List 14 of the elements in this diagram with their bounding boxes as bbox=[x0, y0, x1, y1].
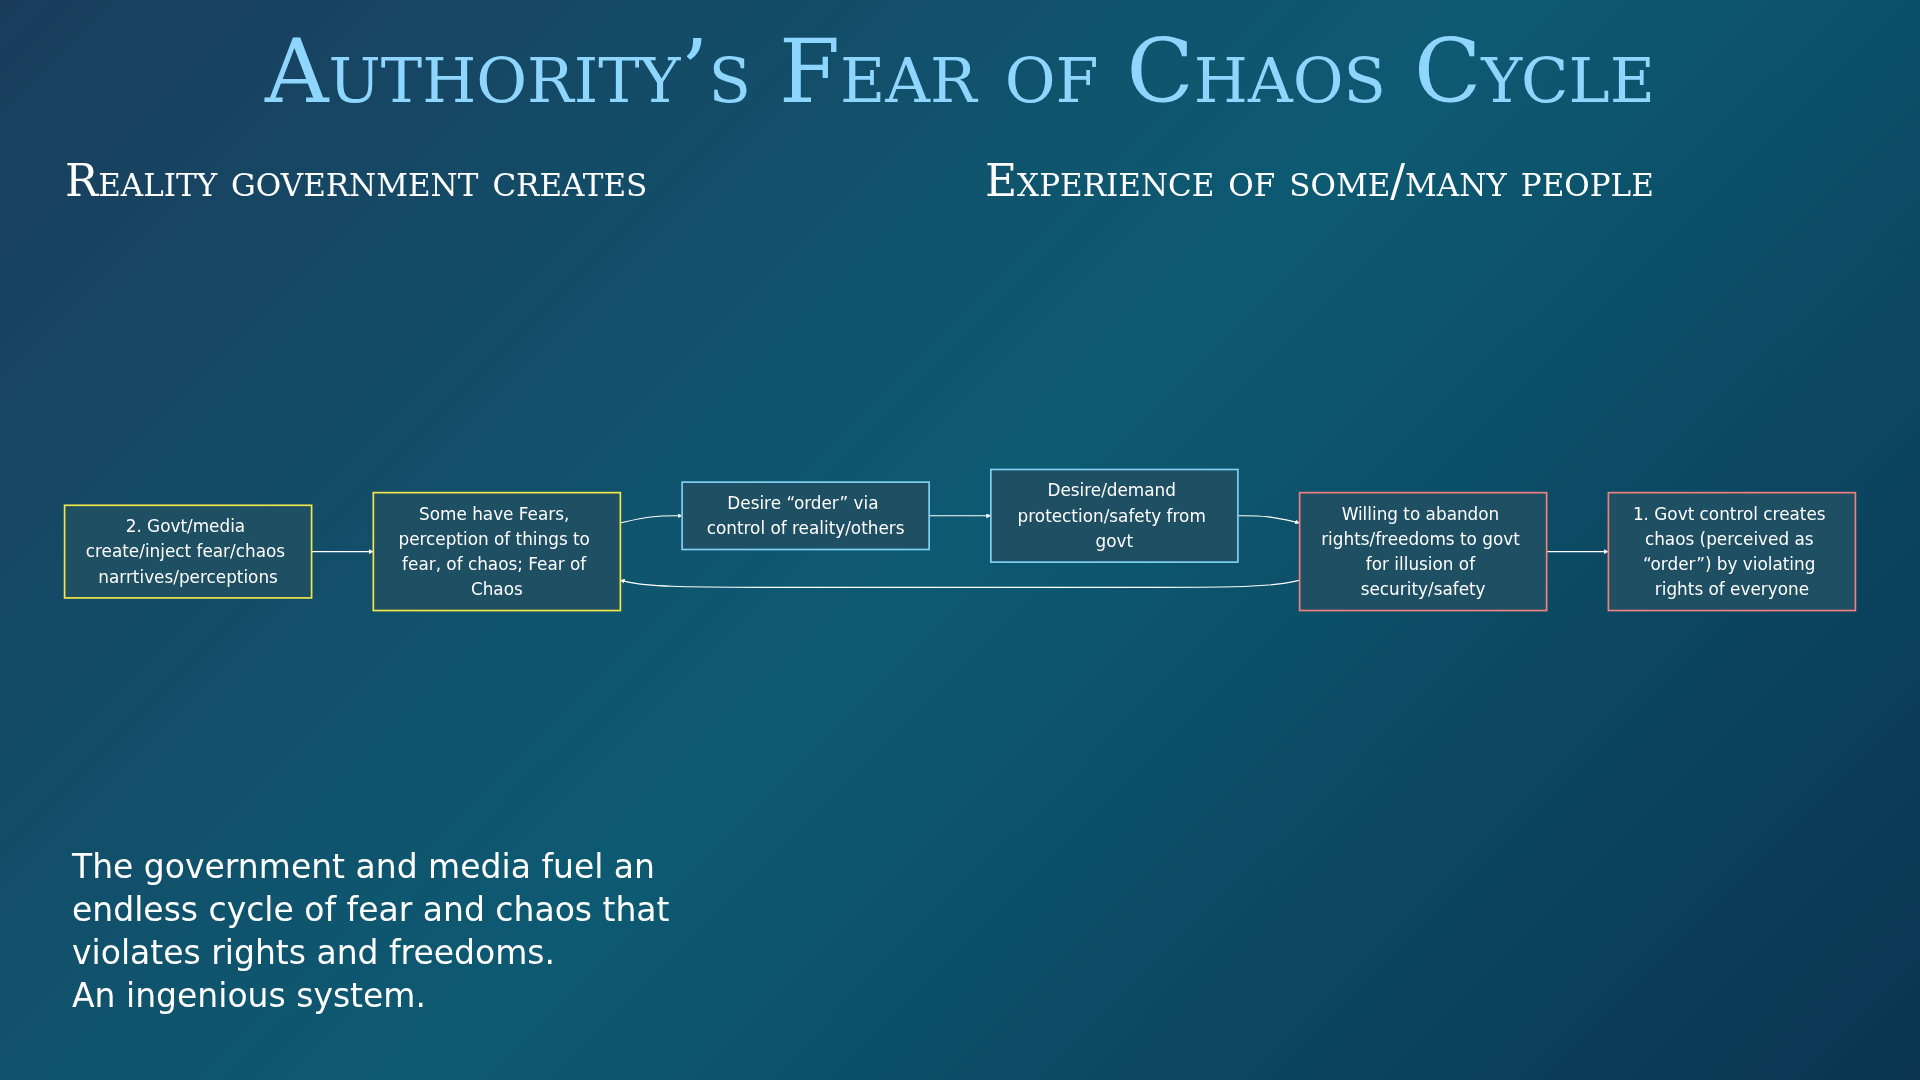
title: Authority’s Fear of Chaos Cycle bbox=[263, 20, 1656, 123]
note-text: The government and media fuel an endless cycle of fear and chaos that violates rights and freedoms. bbox=[72, 846, 671, 974]
node-box: Desire “order” via control of reality/others bbox=[681, 481, 930, 551]
node-box: Some have Fears, perception of things to fear, of chaos; Fear of Chaos bbox=[372, 491, 622, 612]
node-box: Willing to abandon rights/freedoms to govt for illusion of security/safety bbox=[1298, 491, 1548, 612]
node-box: Desire/demand protection/safety from govt bbox=[990, 468, 1239, 563]
section-heading: Experience of some/many people bbox=[985, 155, 1654, 206]
note-text: An ingenious system. bbox=[72, 975, 427, 1017]
node-box: 1. Govt control creates chaos (perceived as “order”) by violating rights of everyone bbox=[1607, 491, 1857, 612]
section-heading: Reality government creates bbox=[65, 155, 648, 206]
arrow bbox=[1546, 549, 1609, 555]
node-box: 2. Govt/media create/inject fear/chaos narrtives/perceptions bbox=[63, 504, 313, 599]
arrow bbox=[311, 549, 374, 555]
arrow bbox=[1237, 515, 1300, 525]
